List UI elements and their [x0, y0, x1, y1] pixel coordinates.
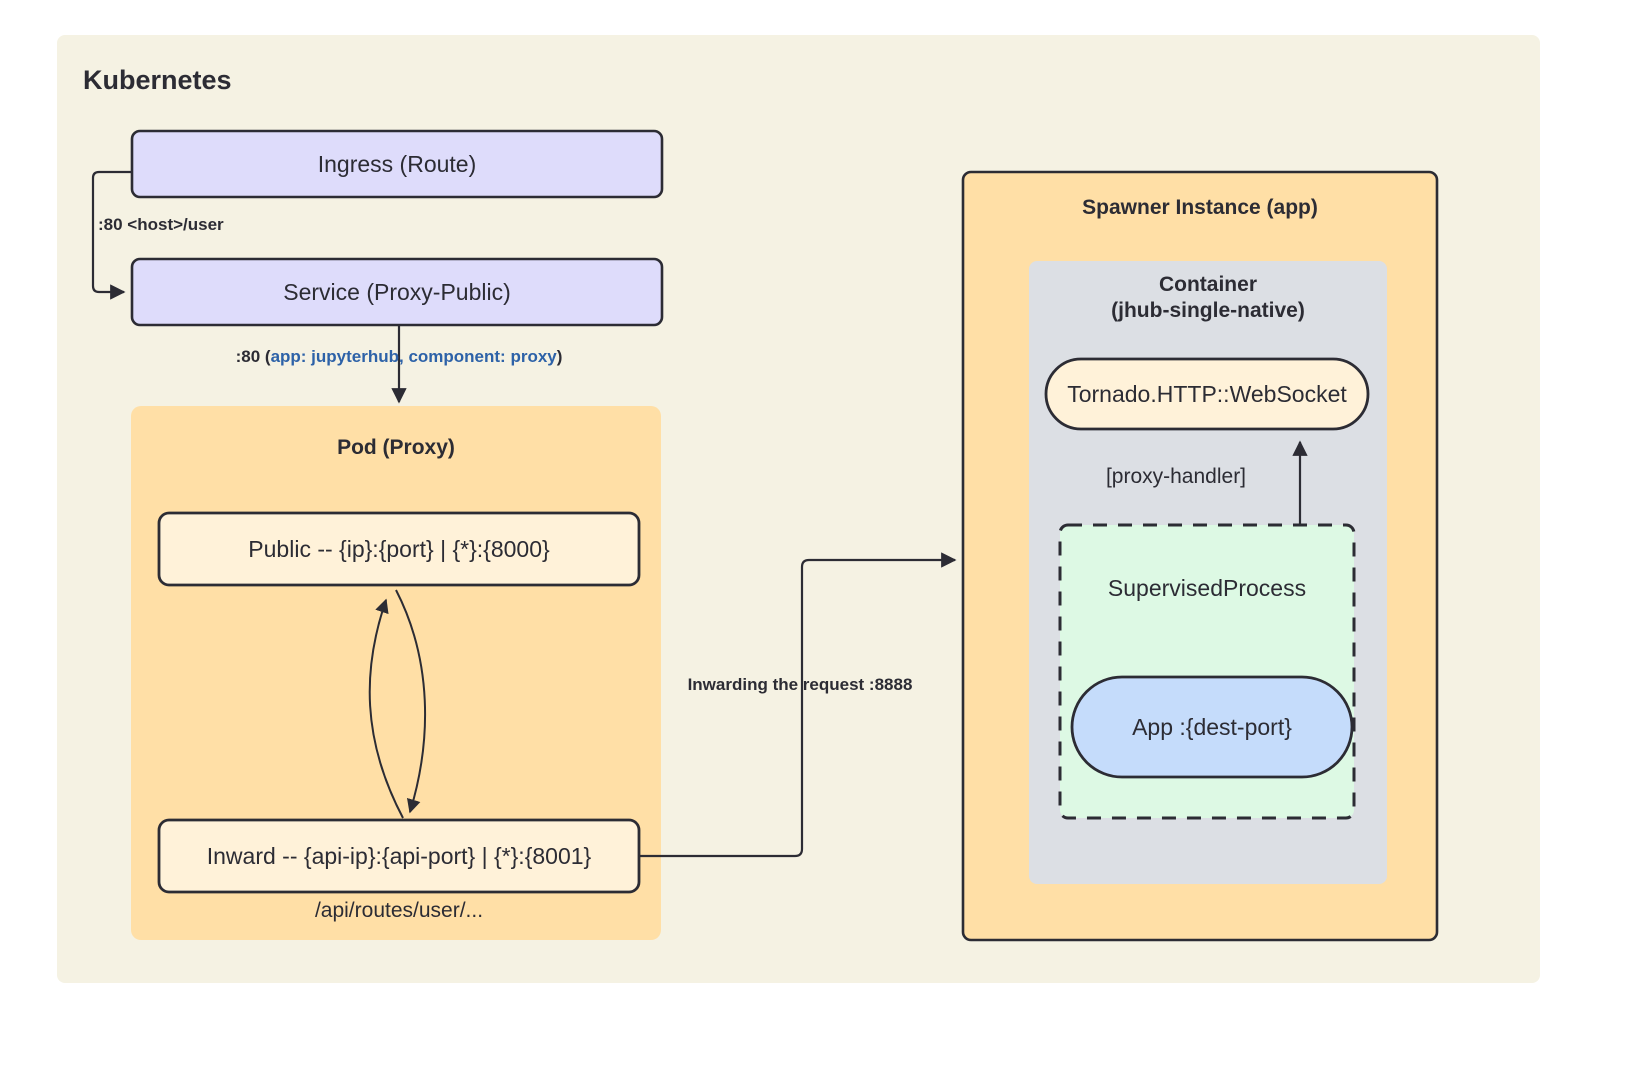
- tornado-websocket-node[interactable]: [1044, 357, 1370, 431]
- edge-ingress-to-service: [91, 170, 132, 300]
- ingress-node-box[interactable]: [130, 129, 664, 199]
- edge-public-to-inward: [395, 589, 427, 814]
- app-node-box[interactable]: [1070, 675, 1354, 779]
- inward-listener-box[interactable]: [157, 818, 641, 894]
- public-listener-box[interactable]: [157, 511, 641, 587]
- edge-inward-to-public: [368, 598, 404, 819]
- edge-inward-to-spawner: [639, 552, 957, 858]
- service-node-box[interactable]: [130, 257, 664, 327]
